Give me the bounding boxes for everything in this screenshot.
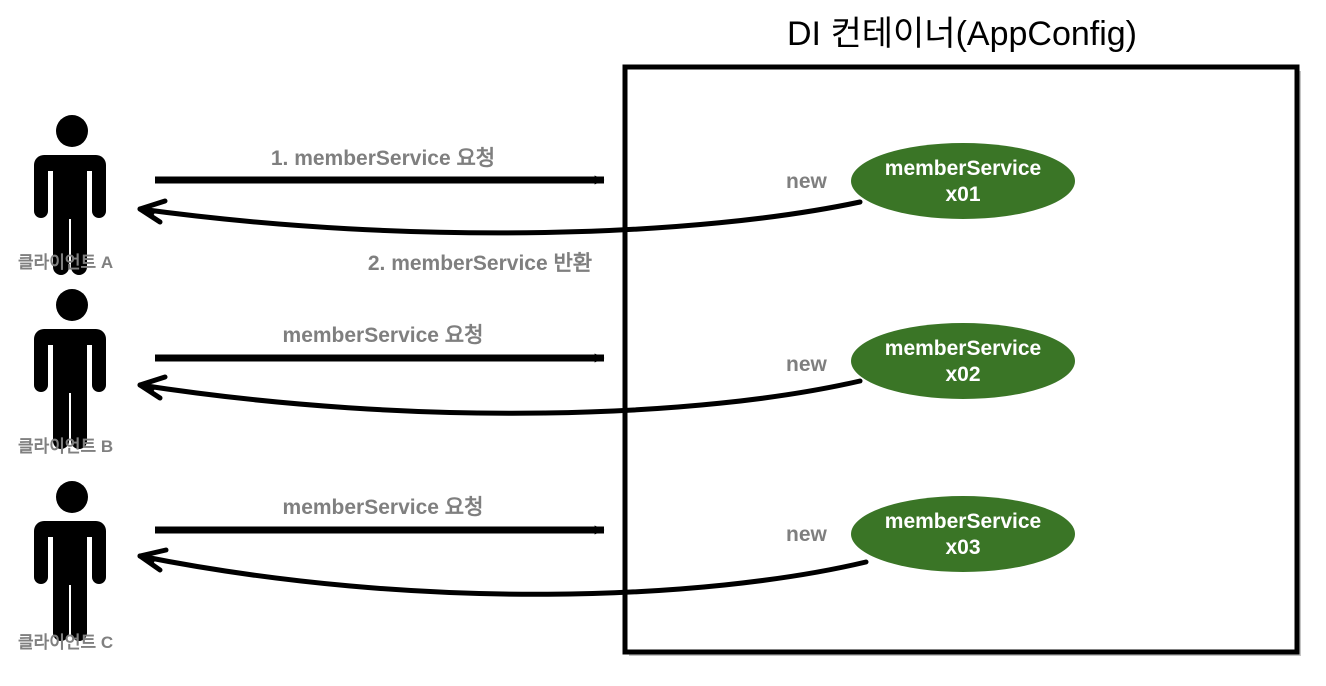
bean-label-line1: memberService: [885, 157, 1041, 180]
response-arrowhead-left-icon: [137, 547, 169, 573]
request-label: memberService 요청: [283, 496, 484, 519]
person-icon: [34, 481, 106, 641]
bean-label-line1: memberService: [885, 510, 1041, 533]
person-icon: [34, 115, 106, 275]
response-curve-icon: [137, 199, 863, 236]
client-label: 클라이언트 C: [18, 633, 113, 652]
new-label: new: [786, 353, 828, 376]
response-curve-icon: [137, 378, 863, 416]
new-label: new: [786, 523, 828, 546]
row-client-a: 클라이언트 A 1. memberService 요청 2. memberSer…: [18, 115, 1075, 275]
bean-label-line2: x01: [945, 183, 980, 206]
bean-ellipse-icon: [851, 143, 1075, 219]
row-client-c: 클라이언트 C memberService 요청 new memberServi…: [18, 481, 1075, 652]
new-label: new: [786, 170, 828, 193]
row-client-b: 클라이언트 B memberService 요청 new memberServi…: [18, 289, 1075, 456]
client-label: 클라이언트 B: [18, 437, 113, 456]
request-label: memberService 요청: [283, 324, 484, 347]
bean-label-line2: x03: [945, 536, 980, 559]
page-title: DI 컨테이너(AppConfig): [787, 15, 1137, 53]
bean-label-line1: memberService: [885, 337, 1041, 360]
response-arrowhead-left-icon: [137, 198, 168, 225]
response-curve-icon: [137, 553, 869, 597]
request-label: 1. memberService 요청: [271, 147, 495, 170]
person-icon: [34, 289, 106, 449]
bean-ellipse-icon: [851, 323, 1075, 399]
bean-ellipse-icon: [851, 496, 1075, 572]
response-arrowhead-left-icon: [137, 374, 168, 401]
response-label: 2. memberService 반환: [368, 252, 592, 275]
bean-label-line2: x02: [945, 363, 980, 386]
client-label: 클라이언트 A: [18, 253, 113, 272]
